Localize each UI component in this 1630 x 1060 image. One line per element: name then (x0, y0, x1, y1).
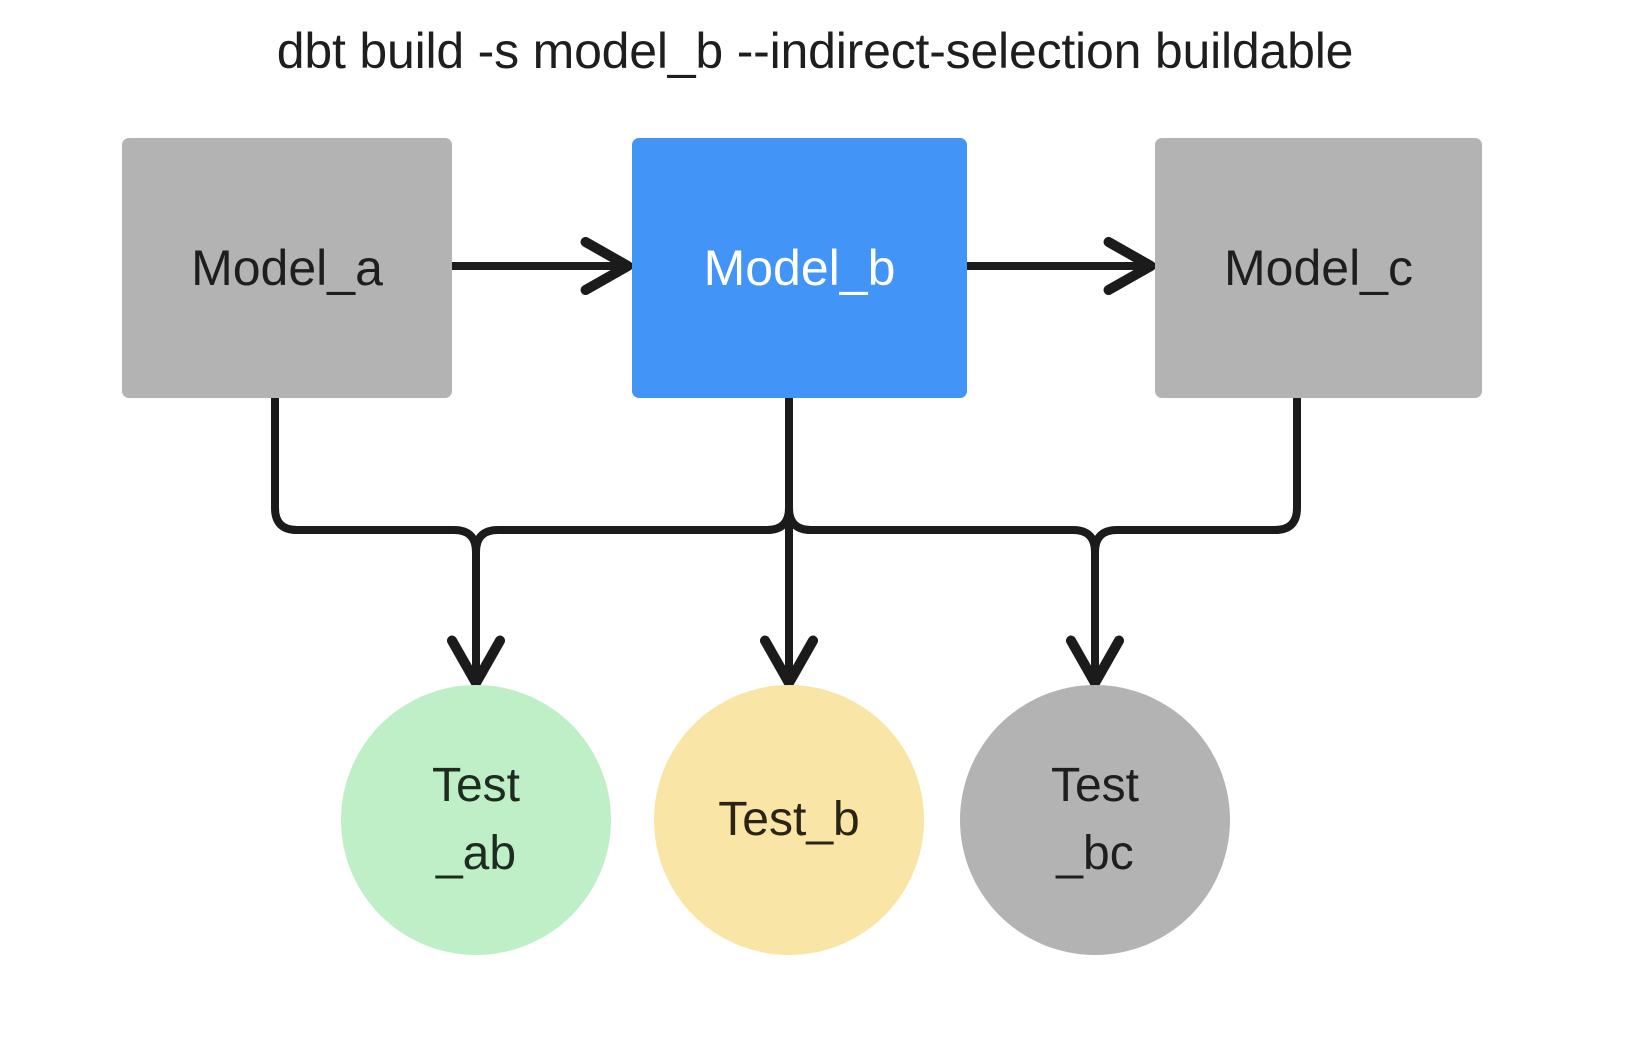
edge-model-c-to-test-bc (1091, 398, 1301, 679)
node-model-a-label: Model_a (191, 239, 383, 296)
node-model-c[interactable]: Model_c (1155, 138, 1482, 398)
node-test-bc-label-line1: Test (1050, 758, 1140, 812)
node-test-bc[interactable]: Test _bc (960, 685, 1230, 955)
node-test-b-label: Test_b (718, 792, 860, 846)
node-model-a[interactable]: Model_a (122, 138, 452, 398)
node-test-b[interactable]: Test_b (654, 685, 924, 955)
node-test-ab-label-line1: Test (431, 758, 521, 812)
diagram-title: dbt build -s model_b --indirect-selectio… (276, 23, 1354, 79)
node-test-ab-label-line2: _ab (435, 827, 517, 880)
node-model-b[interactable]: Model_b (632, 138, 967, 398)
node-test-bc-label-line2: _bc (1056, 827, 1134, 880)
node-model-c-label: Model_c (1224, 239, 1413, 296)
node-test-ab[interactable]: Test _ab (341, 685, 611, 955)
edge-model-b-to-test-bc (785, 507, 1095, 679)
edge-model-a-to-test-ab (271, 398, 476, 679)
node-model-b-label: Model_b (703, 239, 896, 296)
edge-model-b-to-test-ab (472, 398, 793, 679)
